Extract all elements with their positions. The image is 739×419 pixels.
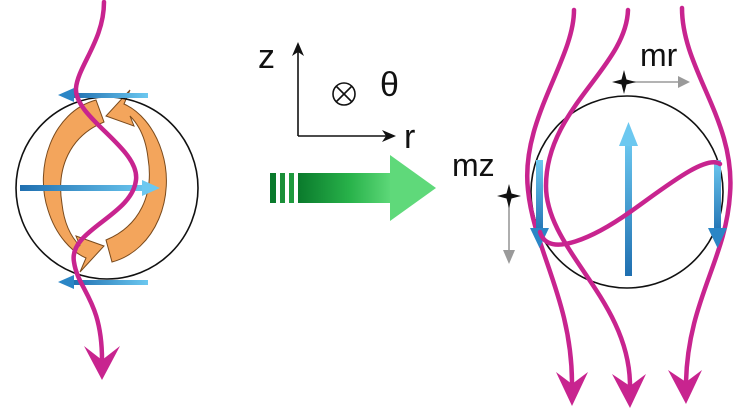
z-axis-label: z: [258, 38, 275, 76]
z-axis-arrowhead: [292, 42, 304, 56]
vector-top-left-arrow: [58, 88, 148, 102]
rotation-arrow-right: [105, 89, 167, 263]
field-line-right: [679, 5, 733, 385]
field-line-left-arrowhead: [556, 372, 588, 406]
vector-left-down-arrow: [530, 160, 549, 248]
rotation-arrow-left: [42, 99, 105, 273]
field-line-middle-arrowhead: [612, 374, 646, 408]
mr-indicator: mr: [612, 37, 690, 94]
inner-field-line: [537, 160, 723, 247]
mr-origin-star: [612, 70, 636, 94]
theta-axis-label: θ: [380, 66, 399, 104]
left-panel: [15, 0, 199, 380]
field-line-middle: [543, 7, 633, 389]
mz-label: mz: [452, 147, 495, 183]
vector-middle-right-arrow: [20, 180, 160, 196]
left-field-line: [71, 0, 139, 363]
transition-arrow: [270, 155, 436, 221]
mr-label: mr: [640, 37, 678, 73]
right-circle: [530, 95, 724, 289]
r-axis-label: r: [404, 118, 415, 156]
field-line-right-arrowhead: [668, 370, 702, 404]
field-line-left: [524, 7, 577, 387]
vector-right-down-arrow: [708, 160, 727, 248]
vector-bottom-left-arrow: [58, 275, 148, 289]
r-axis-arrowhead: [382, 130, 396, 142]
right-panel: mr mz: [452, 5, 733, 408]
mz-origin-star: [497, 184, 521, 208]
vector-center-up-arrow: [619, 122, 638, 276]
coordinate-axes: z r θ: [258, 38, 415, 156]
left-field-line-arrowhead: [84, 346, 120, 380]
mz-indicator: mz: [452, 147, 521, 264]
into-page-circle-x-icon: [332, 82, 356, 106]
